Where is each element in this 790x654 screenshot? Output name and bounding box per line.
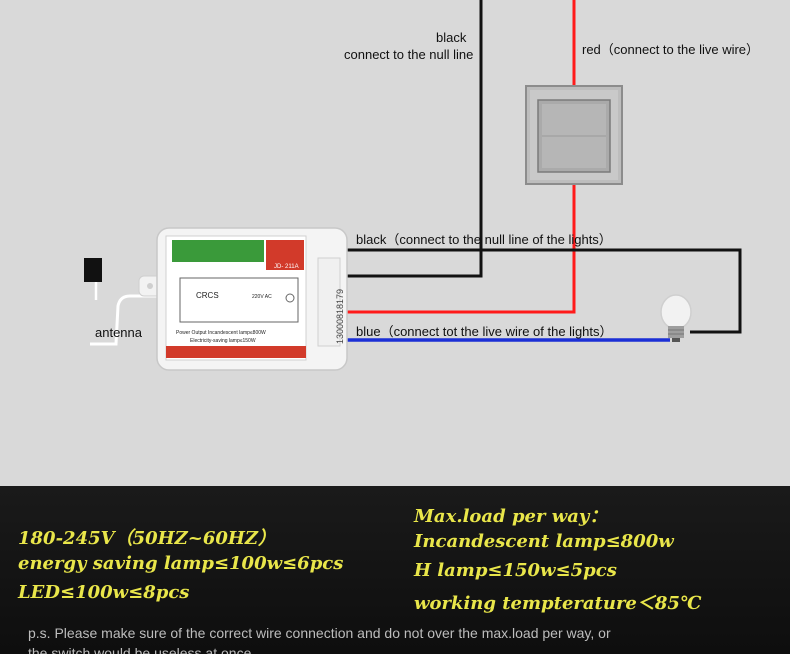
- note-line-2: the switch would be useless at once.: [28, 645, 256, 654]
- device-voltage: 220V AC: [252, 294, 272, 300]
- light-bulb: [660, 294, 692, 342]
- black-null-wire: [345, 0, 483, 278]
- device-crcs: CRCS: [196, 291, 219, 300]
- note-line-1: p.s. Please make sure of the correct wir…: [28, 625, 611, 641]
- label-blue-lights: blue（connect tot the live wire of the li…: [356, 324, 613, 339]
- antenna-block: [84, 258, 102, 282]
- device-footer-bar: [166, 346, 306, 358]
- label-null-line: connect to the null line: [344, 47, 474, 62]
- label-black-top: black: [436, 30, 467, 45]
- receiver-module: [138, 227, 348, 371]
- label-antenna: antenna: [95, 325, 142, 340]
- wall-switch: [525, 85, 623, 185]
- wiring-diagram: JD- 211A CRCS 220V AC Power Output Incan…: [0, 0, 790, 486]
- device-title-block: [266, 240, 304, 262]
- device-logo-block: [172, 240, 264, 262]
- spec-h-lamp: H lamp≤150w≤5pcs: [414, 560, 617, 581]
- device-line2: Electricity-saving lamp≤150W: [190, 338, 256, 344]
- specifications-panel: 180-245V（50HZ~60HZ） energy saving lamp≤1…: [0, 486, 790, 654]
- black-lights-wire: [345, 248, 742, 334]
- spec-voltage: 180-245V（50HZ~60HZ）: [18, 528, 277, 549]
- wiring-svg: JD- 211A CRCS 220V AC Power Output Incan…: [84, 0, 742, 371]
- device-model: JD- 211A: [274, 264, 299, 270]
- device-serial: 13000818179: [335, 289, 345, 344]
- spec-led: LED≤100w≤8pcs: [18, 582, 190, 603]
- spec-incandescent: Incandescent lamp≤800w: [414, 531, 674, 552]
- device-line1: Power Output Incandescent lamp≤800W: [176, 330, 266, 336]
- spec-temperature: working tempterature＜85℃: [414, 593, 702, 614]
- label-black-lights: black（connect to the null line of the li…: [356, 232, 612, 247]
- antenna-wire: [90, 294, 160, 346]
- red-live-wire-switch: [345, 184, 576, 314]
- spec-energy-saving: energy saving lamp≤100w≤6pcs: [18, 553, 344, 574]
- label-red-live: red（connect to the live wire）: [582, 42, 760, 57]
- spec-max-load: Max.load per way：: [414, 506, 608, 527]
